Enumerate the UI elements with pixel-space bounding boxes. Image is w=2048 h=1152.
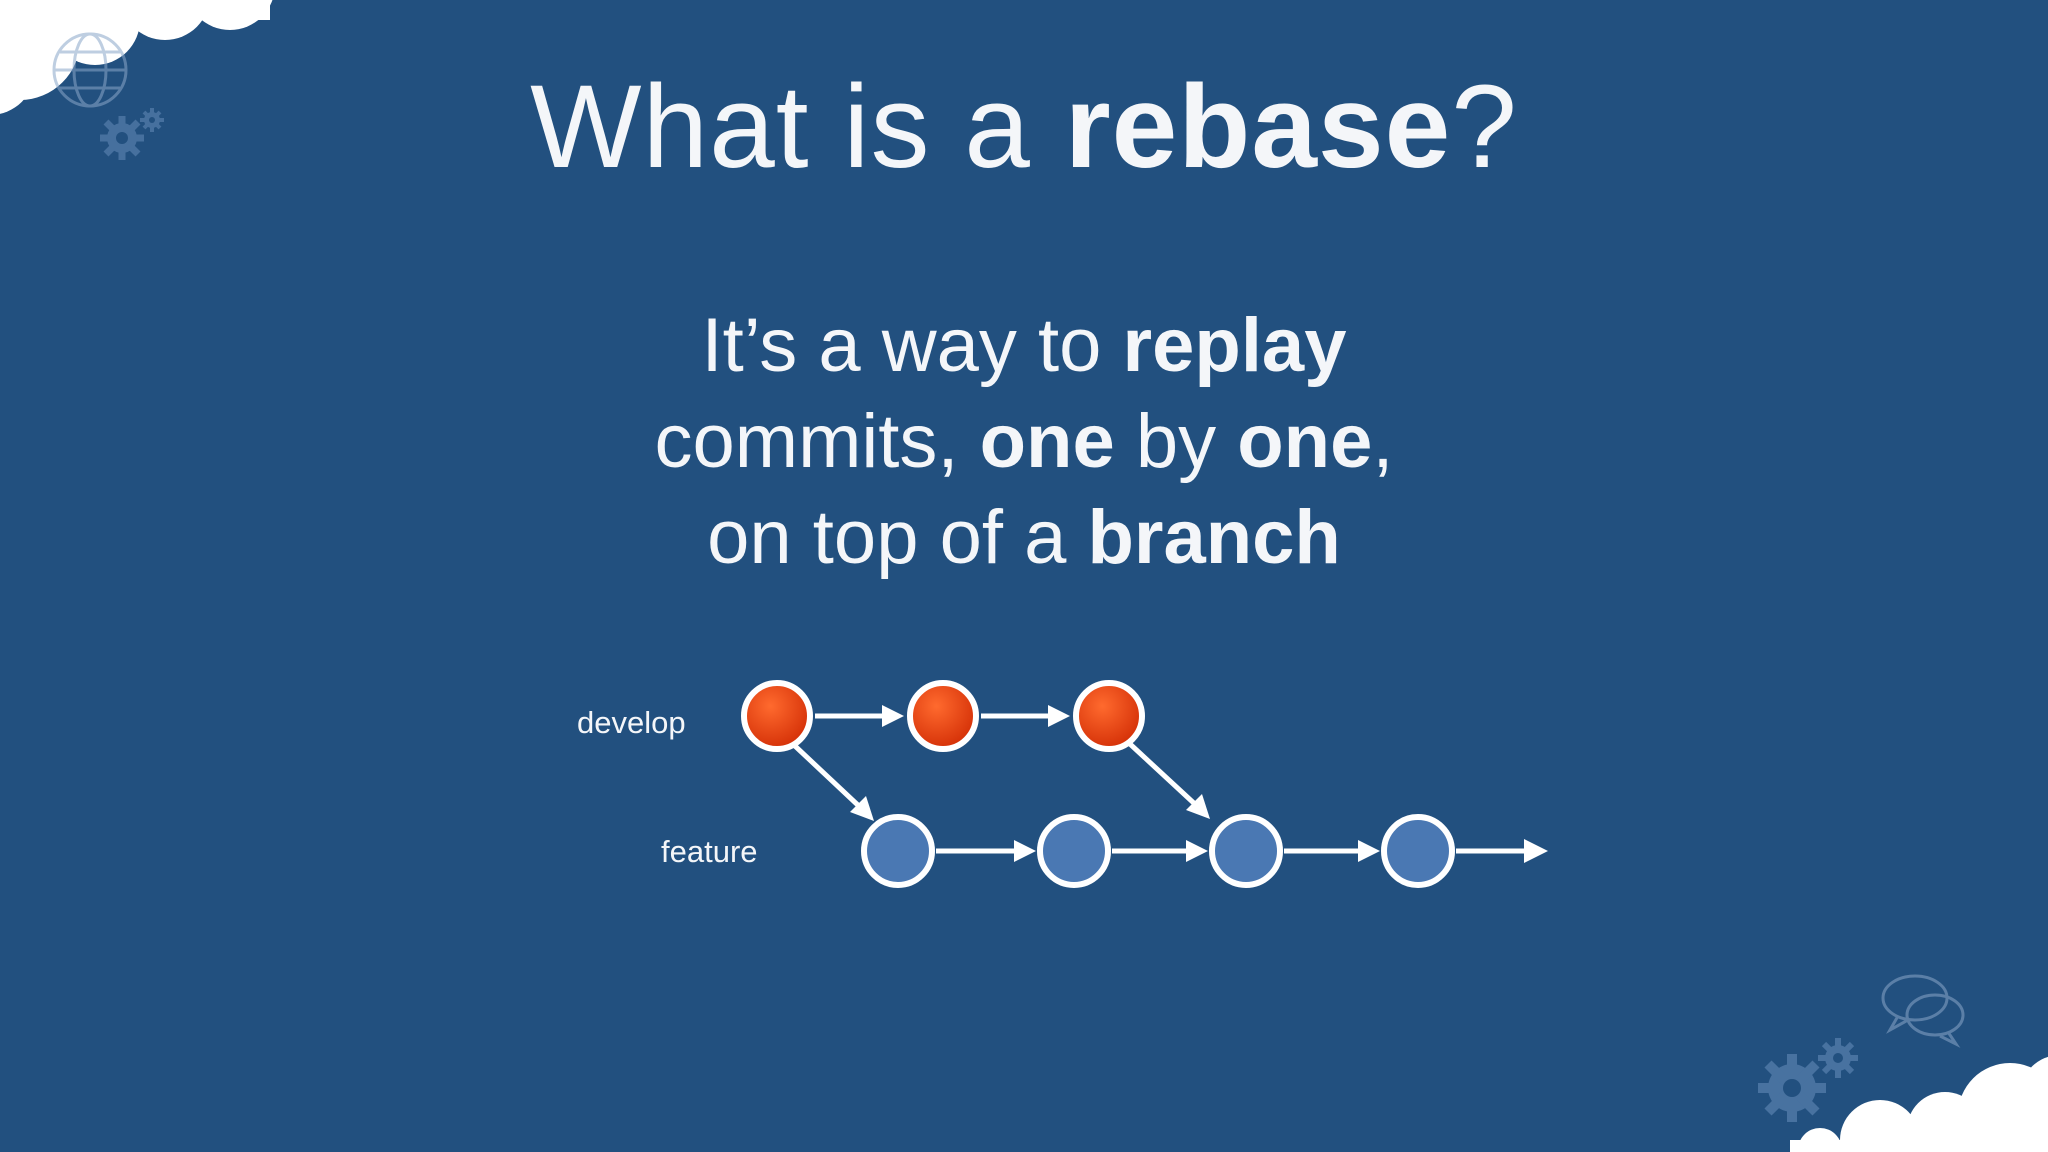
- develop-commit-node: [1073, 680, 1145, 752]
- feature-commit-node: [861, 814, 935, 888]
- subtitle-line-2: commits, one by one,: [0, 394, 2048, 490]
- subtitle-text: commits,: [654, 399, 980, 484]
- subtitle-emphasis: one: [1237, 399, 1373, 484]
- develop-commits: [741, 680, 1145, 752]
- subtitle-line-1: It’s a way to replay: [0, 298, 2048, 394]
- subtitle-emphasis: one: [979, 399, 1115, 484]
- subtitle-text: It’s a way to: [701, 303, 1123, 388]
- develop-commit-node: [741, 680, 813, 752]
- branch-off-arrow: [793, 744, 863, 810]
- arrowhead-icon: [850, 796, 874, 821]
- develop-commit-node: [907, 680, 979, 752]
- chat-bubbles-icon: [1881, 974, 1965, 1048]
- title-emphasis: rebase: [1064, 61, 1452, 193]
- feature-commit-node: [1381, 814, 1455, 888]
- subtitle-emphasis: replay: [1122, 303, 1347, 388]
- gears-icon: [100, 108, 164, 160]
- feature-commit-node: [1209, 814, 1283, 888]
- arrowhead-icon: [1524, 839, 1548, 863]
- cloud-icon: [1790, 1056, 2048, 1152]
- subtitle-text: on top of a: [707, 495, 1088, 580]
- arrowhead-icon: [1014, 840, 1036, 862]
- subtitle-line-3: on top of a branch: [0, 490, 2048, 586]
- feature-commits: [861, 814, 1455, 888]
- globe-icon: [52, 32, 128, 108]
- slide-subtitle: It’s a way to replay commits, one by one…: [0, 298, 2048, 586]
- feature-branch-label: feature: [661, 834, 758, 869]
- subtitle-text: by: [1114, 399, 1238, 484]
- subtitle-text: ,: [1372, 399, 1394, 484]
- arrowhead-icon: [1358, 840, 1380, 862]
- subtitle-emphasis: branch: [1087, 495, 1341, 580]
- arrowhead-icon: [1186, 794, 1210, 819]
- develop-branch-label: develop: [577, 705, 686, 740]
- gears-icon: [1758, 1038, 1858, 1122]
- title-question-mark: ?: [1451, 61, 1518, 193]
- commit-arrows: [793, 705, 1548, 863]
- arrowhead-icon: [1048, 705, 1070, 727]
- slide-title: What is a rebase?: [0, 62, 2048, 192]
- rebase-arrow: [1128, 742, 1199, 808]
- arrowhead-icon: [1186, 840, 1208, 862]
- title-text: What is a: [530, 61, 1065, 193]
- feature-commit-node: [1037, 814, 1111, 888]
- arrowhead-icon: [882, 705, 904, 727]
